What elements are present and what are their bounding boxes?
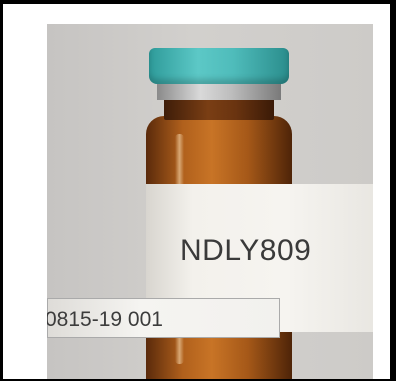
photo-clip: NDLY809 0815-19 001 — [47, 24, 373, 379]
lot-sticker-text: 0815-19 001 — [47, 308, 163, 331]
vial-neck — [164, 98, 274, 120]
teal-flip-cap — [149, 48, 289, 84]
vial-photo: NDLY809 0815-19 001 — [47, 24, 373, 379]
vial-label-text: NDLY809 — [180, 234, 312, 267]
lot-sticker — [47, 298, 280, 338]
aluminum-crimp — [157, 82, 281, 100]
